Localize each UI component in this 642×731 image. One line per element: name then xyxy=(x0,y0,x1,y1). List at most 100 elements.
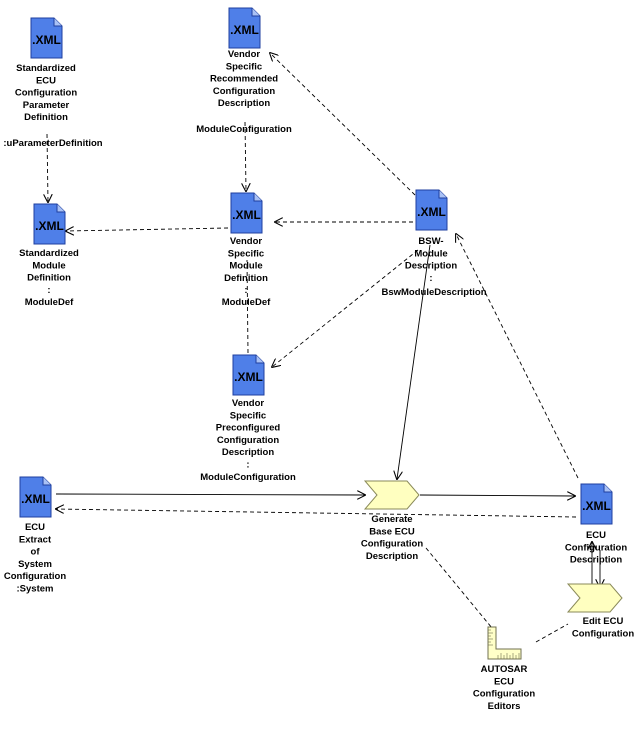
page-fold-icon xyxy=(253,193,262,202)
label-line: Parameter xyxy=(23,100,70,111)
label-line: ECU xyxy=(25,522,45,533)
xml-extension-label: .XML xyxy=(32,33,61,47)
xml-document-ecu-extract[interactable]: .XML ECUExtractofSystemConfiguration:Syst… xyxy=(4,476,66,595)
label-line: ECU xyxy=(586,530,606,541)
label-line: Preconfigured xyxy=(216,423,281,434)
xml-document-vendor-preconf[interactable]: .XML VendorSpecificPreconfiguredConfigura… xyxy=(200,354,296,483)
label-line: Vendor xyxy=(228,49,261,60)
type-label: BswModuleDescription xyxy=(381,287,486,298)
label-line: Edit ECU xyxy=(583,616,624,627)
xml-document-std-ecu-param-def[interactable]: .XMLStandardizedECUConfigurationParamete… xyxy=(3,17,103,149)
label-line: Module xyxy=(229,261,262,272)
edge-ecu-config-to-ecu-extract xyxy=(56,509,577,518)
type-label: ModuleDef xyxy=(222,297,271,308)
page-fold-icon xyxy=(56,204,65,213)
xml-file-icon xyxy=(228,7,261,49)
edge-vendor-module-def-to-std-module-def xyxy=(66,228,229,231)
label-line: Vendor xyxy=(232,398,265,409)
edge-bsw-to-vendor-rec xyxy=(270,53,416,196)
label-line: Description xyxy=(218,98,270,109)
label-line: Description xyxy=(222,447,274,458)
label-line: Configuration xyxy=(217,435,279,446)
label-line: Configuration xyxy=(15,88,77,99)
label-line: Base ECU xyxy=(369,526,415,537)
xml-file-icon xyxy=(30,17,63,59)
diagram-nodes: .XMLStandardizedECUConfigurationParamete… xyxy=(3,7,634,712)
label-line: Extract xyxy=(19,534,52,545)
label-line: Configuration xyxy=(473,689,535,700)
label-line: Specific xyxy=(230,410,266,421)
xml-file-icon xyxy=(33,203,66,245)
edge-generate-to-ecu-config xyxy=(419,495,575,496)
label-line: Specific xyxy=(226,61,262,72)
diagram-edges xyxy=(47,53,600,643)
xml-extension-label: .XML xyxy=(230,23,259,37)
process-chevron-icon xyxy=(566,583,623,613)
page-fold-icon xyxy=(603,484,612,493)
page-fold-icon xyxy=(53,18,62,27)
edge-editors-to-edit-config xyxy=(535,623,569,643)
edge-vendor-rec-to-vendor-module-def xyxy=(245,121,246,191)
label-line: Vendor xyxy=(230,236,263,247)
label-line: ECU xyxy=(36,75,56,86)
node-label-vendor-rec-config: VendorSpecificRecommendedConfigurationDe… xyxy=(196,49,292,135)
edge-generate-to-editors xyxy=(425,547,493,629)
label-line: ECU xyxy=(494,676,514,687)
page-fold-icon xyxy=(438,190,447,199)
label-line: ModuleConfiguration xyxy=(200,472,296,483)
xml-file-icon xyxy=(415,189,448,231)
process-chevron-icon xyxy=(363,480,420,510)
type-label: :uParameterDefinition xyxy=(3,138,102,149)
edge-ecu-config-to-bsw xyxy=(456,234,579,479)
xml-extension-label: .XML xyxy=(35,219,64,233)
label-line: BSW- xyxy=(418,236,443,247)
xml-document-std-module-def[interactable]: .XMLStandardizedModuleDefinition:ModuleD… xyxy=(19,203,79,308)
xml-file-icon xyxy=(19,476,52,518)
label-line: Description xyxy=(405,261,457,272)
xml-extension-label: .XML xyxy=(417,205,446,219)
label-line: : xyxy=(47,285,50,296)
label-line: ModuleDef xyxy=(25,297,74,308)
edge-bsw-to-vendor-preconf xyxy=(272,249,419,367)
page-fold-icon xyxy=(42,477,51,486)
xml-file-icon xyxy=(580,483,613,525)
label-line: System xyxy=(18,559,52,570)
label-line: Module xyxy=(32,260,65,271)
xml-extension-label: .XML xyxy=(21,492,50,506)
label-line: : xyxy=(246,460,249,471)
xml-document-vendor-rec-config[interactable]: .XML VendorSpecificRecommendedConfigurati… xyxy=(196,7,292,135)
xml-file-icon xyxy=(230,192,263,234)
page-fold-icon xyxy=(255,355,264,364)
label-line: Definition xyxy=(224,273,268,284)
label-line: Configuration xyxy=(565,542,627,553)
page-fold-icon xyxy=(251,8,260,17)
label-line: Recommended xyxy=(210,74,278,85)
xml-document-vendor-module-def[interactable]: .XMLVendorSpecificModuleDefinition:Modul… xyxy=(222,192,271,308)
label-line: : xyxy=(429,273,432,284)
label-line: Description xyxy=(570,555,622,566)
label-line: Specific xyxy=(228,248,264,259)
node-label-std-ecu-param-def: StandardizedECUConfigurationParameterDef… xyxy=(3,63,102,149)
label-line: Editors xyxy=(488,701,521,712)
tool-ruler-icon xyxy=(487,626,522,660)
node-label-bsw-module-desc: BSW-ModuleDescription: BswModuleDescripti… xyxy=(381,236,486,298)
label-line: AUTOSAR xyxy=(481,664,528,675)
xml-document-bsw-module-desc[interactable]: .XML BSW-ModuleDescription: BswModuleDescr… xyxy=(381,189,487,298)
xml-extension-label: .XML xyxy=(234,370,263,384)
label-line: Standardized xyxy=(19,248,79,259)
label-line: Configuration xyxy=(213,86,275,97)
label-line: Configuration xyxy=(4,571,66,582)
label-line: Module xyxy=(414,248,447,259)
